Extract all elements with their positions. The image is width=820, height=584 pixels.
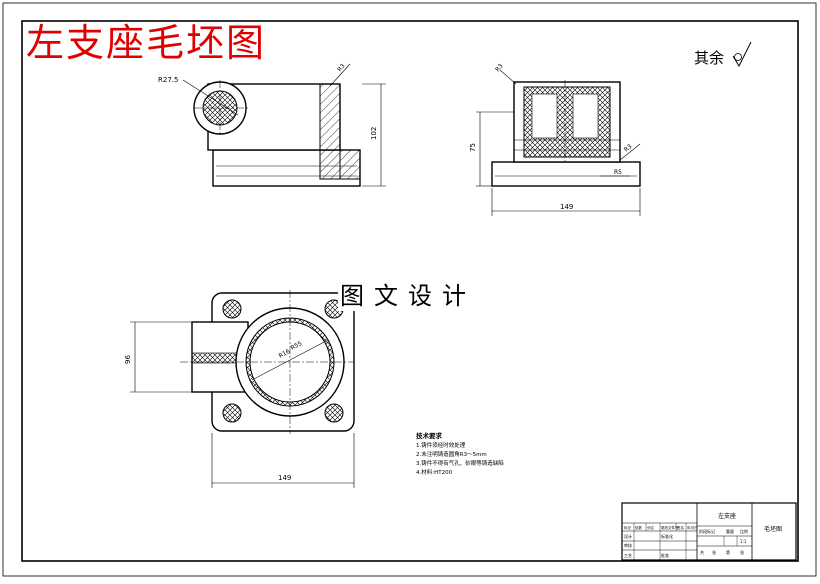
title-sheet-label: 共 xyxy=(700,549,704,555)
title-design-label: 设计 xyxy=(624,533,632,539)
title-block: 左支座 毛坯图 标记 处数 分区 更改文件号 签名 年月日 设计 标准化 审核 … xyxy=(621,502,797,561)
roughness-symbol-icon xyxy=(732,41,752,68)
title-sheet-label: 第 xyxy=(726,549,730,555)
tech-note-item: 4.材料:HT200 xyxy=(416,468,453,476)
tech-note-item: 2.未注明铸造圆角R3～5mm xyxy=(416,450,487,458)
title-stage-label: 阶段标记 xyxy=(699,528,715,534)
inner-frame xyxy=(21,20,799,562)
title-approved-label: 批准 xyxy=(661,552,669,558)
title-row-label: 年月日 xyxy=(687,525,698,530)
title-weight-label: 重量 xyxy=(726,528,734,534)
dim-top-bore-small: R16 xyxy=(278,348,292,360)
surface-finish-note: 其余 xyxy=(694,49,725,67)
side-view: R3 R3 R5 75 149 xyxy=(469,63,641,216)
top-view: R55 R16 96 149 xyxy=(124,290,355,488)
dim-side-width: 149 xyxy=(560,203,573,211)
title-row-label: 分区 xyxy=(647,525,655,530)
title-part-name: 左支座 xyxy=(718,512,736,520)
dim-side-radius-b: R3 xyxy=(623,143,634,154)
dim-top-height: 96 xyxy=(124,355,132,364)
tech-notes-heading: 技术要求 xyxy=(416,431,443,440)
dim-front-chamfer: R3 xyxy=(336,63,347,74)
tech-note-item: 1.铸件须经时效处理 xyxy=(416,441,466,449)
title-drawing-name: 毛坯图 xyxy=(764,525,782,533)
dim-side-radius-a: R3 xyxy=(494,63,505,74)
dim-top-bore: R55 xyxy=(290,340,304,352)
title-scale-label: 比例 xyxy=(740,528,748,534)
watermark-text: 图文设计 xyxy=(338,276,478,311)
dim-front-height: 102 xyxy=(370,127,378,140)
title-row-label: 签名 xyxy=(677,525,684,530)
title-row-label: 处数 xyxy=(635,525,643,530)
title-approve-label: 审核 xyxy=(624,542,632,548)
title-scale-value: 1:1 xyxy=(740,539,747,544)
front-view: R27.5 R3 102 xyxy=(158,63,386,187)
dim-side-radius-c: R5 xyxy=(614,169,622,176)
title-craft-label: 工艺 xyxy=(624,553,632,558)
tech-note-item: 3.铸件不得有气孔、砂眼等铸造缺陷 xyxy=(416,459,504,467)
title-sheet-label: 张 xyxy=(740,549,744,555)
drawing-title: 左支座毛坯图 xyxy=(26,21,267,65)
title-row-label: 标记 xyxy=(624,525,632,530)
title-sheet-label: 张 xyxy=(712,549,716,555)
title-standard-label: 标准化 xyxy=(661,533,673,539)
tech-notes: 技术要求 1.铸件须经时效处理 2.未注明铸造圆角R3～5mm 3.铸件不得有气… xyxy=(416,431,504,476)
outer-border xyxy=(2,2,817,577)
dim-side-height: 75 xyxy=(469,143,477,152)
title-row-label: 更改文件号 xyxy=(661,525,679,530)
dim-front-radius: R27.5 xyxy=(158,76,178,84)
dim-top-width: 149 xyxy=(278,474,291,482)
